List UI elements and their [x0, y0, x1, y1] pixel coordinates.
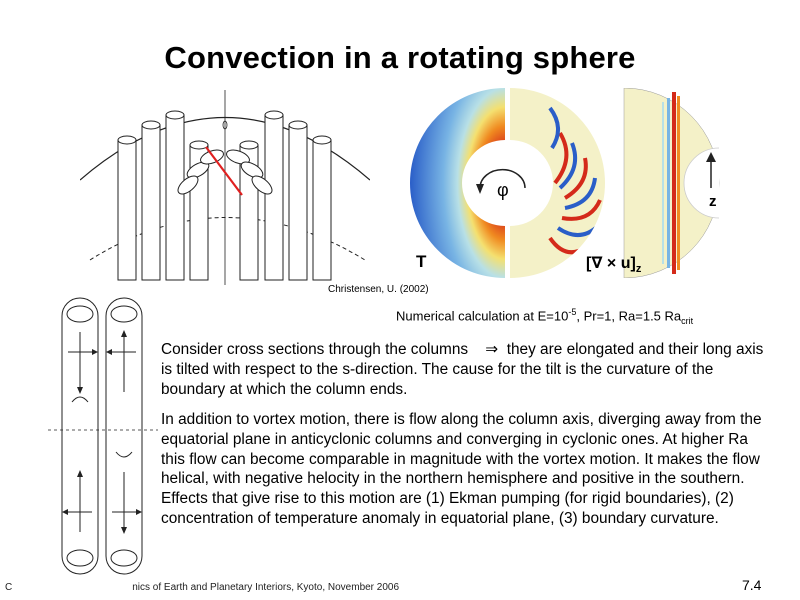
slide-title: Convection in a rotating sphere [164, 40, 636, 75]
page-number: 7.4 [742, 577, 762, 593]
simulation-figure [410, 88, 605, 278]
z-axis-label: z [709, 193, 717, 210]
phi-label: φ [497, 180, 509, 200]
implies-symbol: ⇒ [485, 341, 499, 358]
vorticity-label: [∇ × u]z [586, 255, 642, 276]
numerical-parameters: Numerical calculation at E=10-5, Pr=1, R… [396, 307, 694, 326]
figure-credit: Christensen, U. (2002) [328, 284, 429, 295]
meridional-figure [623, 88, 720, 278]
tilt-line [205, 146, 243, 196]
paragraph-cross-sections: Consider cross sections through the colu… [161, 341, 764, 398]
helical-columns-sketch [48, 297, 158, 575]
paragraph-axial-flow: In addition to vortex motion, there is f… [161, 411, 762, 527]
column-sketch-figure [80, 90, 370, 285]
temperature-label: T [416, 252, 427, 271]
